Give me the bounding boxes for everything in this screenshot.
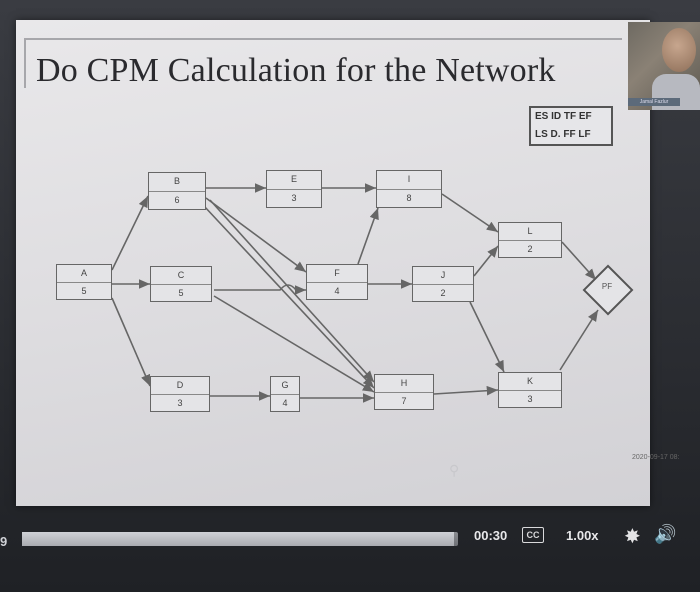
arrow-b-h [203,205,375,389]
arrow-b-f [205,197,307,273]
slide-title: Do CPM Calculation for the Network [36,52,556,89]
legend-row-2: LS D. FF LF [535,129,591,140]
node-f-duration: 4 [334,286,340,296]
node-k: K 3 [498,372,562,408]
arrow-h-k [433,385,499,396]
presenter-head [662,28,696,72]
node-b-duration: 6 [174,195,180,205]
node-c-id: C [151,267,211,285]
webcam-name-tag: Jamal Fazlur [628,98,680,106]
volume-icon[interactable]: 🔊 [654,524,677,544]
node-j-id: J [413,267,473,285]
node-l: L 2 [498,222,562,258]
node-g: G 4 [270,376,300,412]
captions-button[interactable]: CC [522,527,544,543]
gear-icon[interactable]: ✸ [624,526,641,548]
node-b-id: B [149,173,205,192]
legend-row-1: ES ID TF EF [535,111,592,122]
arrow-i-l [441,193,499,233]
node-l-id: L [499,223,561,241]
node-h-duration: 7 [401,396,407,406]
progress-bar[interactable] [22,532,458,546]
node-i: I 8 [376,170,442,208]
node-a-id: A [57,265,111,283]
arrow-k-pf [559,309,599,371]
end-node-label: PF [601,282,613,291]
left-edge-number: 9 [0,534,8,549]
arrow-l-pf [561,241,597,281]
node-k-duration: 3 [527,394,533,404]
node-j: J 2 [412,266,474,302]
arrow-c-f [214,284,306,295]
progress-fill [22,532,454,546]
cursor-marker-icon: ⚲ [449,462,460,478]
node-c-duration: 5 [178,288,184,298]
node-d-id: D [151,377,209,395]
node-f-id: F [307,265,367,283]
node-k-id: K [499,373,561,391]
node-l-duration: 2 [527,244,533,254]
node-e-id: E [267,171,321,190]
arrow-e-h [209,199,375,383]
playback-speed-button[interactable]: 1.00x [566,528,599,543]
arrow-a-b [111,195,149,271]
node-b: B 6 [148,172,206,210]
node-legend: ES ID TF EF LS D. FF LF [529,106,613,146]
node-a-duration: 5 [81,286,87,296]
arrow-a-d [111,297,151,387]
current-time: 00:30 [474,528,508,543]
node-g-id: G [271,377,299,395]
node-j-duration: 2 [440,288,446,298]
webcam-overlay: Jamal Fazlur [628,22,700,110]
arrow-c-h [213,295,375,393]
title-rule-left [24,38,26,88]
slide: Do CPM Calculation for the Network ES ID… [16,20,650,506]
node-h: H 7 [374,374,434,410]
arrow-j-k [469,301,505,373]
arrow-f-i [357,207,379,265]
node-e: E 3 [266,170,322,208]
node-g-duration: 4 [282,398,288,408]
node-f: F 4 [306,264,368,300]
node-c: C 5 [150,266,212,302]
node-i-duration: 8 [406,193,412,203]
node-e-duration: 3 [291,193,297,203]
title-rule [24,38,622,40]
video-controls: 9 00:30 CC 1.00x ✸ 🔊 [0,510,700,592]
node-d: D 3 [150,376,210,412]
node-a: A 5 [56,264,112,300]
arrow-j-l [473,245,499,277]
node-d-duration: 3 [177,398,183,408]
node-i-id: I [377,171,441,190]
node-h-id: H [375,375,433,393]
recording-timestamp: 2020-09-17 08: [632,454,680,461]
